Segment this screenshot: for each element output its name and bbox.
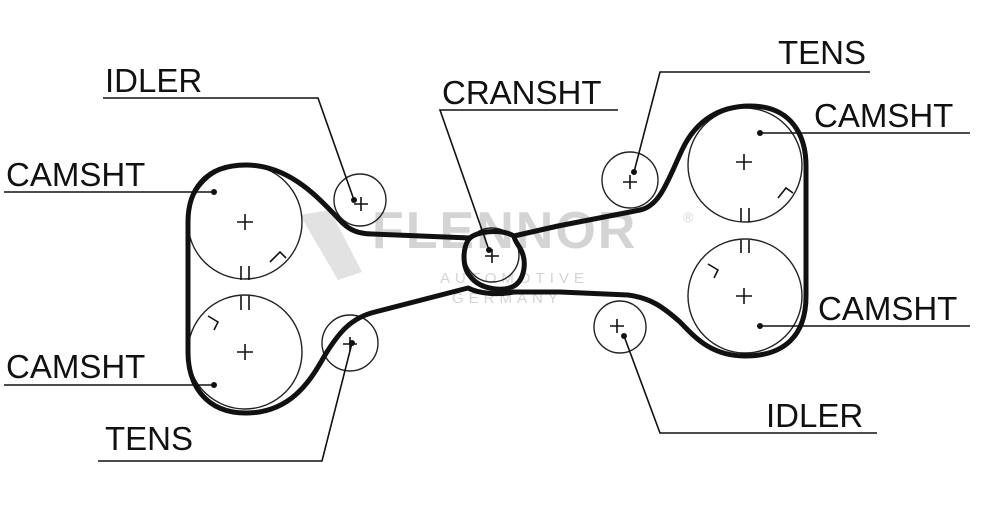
crankshaft-leader [438, 109, 618, 251]
watermark-registered: ® [683, 209, 694, 225]
timing-mark [707, 263, 720, 279]
leader-lines [4, 71, 970, 462]
leader-dots [211, 130, 763, 388]
leader-dot [351, 197, 357, 203]
centre-cross [237, 344, 253, 360]
tensioner-right-pulley [601, 151, 659, 209]
centre-cross [237, 214, 253, 230]
camshaft-right-upper-pulley [687, 107, 803, 223]
label-tens-top-right: TENS [778, 34, 866, 71]
pulleys [187, 107, 803, 410]
crankshaft-belt-wrap [461, 233, 527, 292]
tensioner-left-pulley [321, 314, 379, 372]
timing-mark [777, 186, 794, 199]
leader-dot [211, 382, 217, 388]
centre-cross [623, 175, 637, 189]
leader-dot [757, 130, 763, 136]
leader-dot [621, 333, 627, 339]
camshaft-right-lower-pulley [687, 238, 803, 354]
leader-dot [349, 340, 355, 346]
centre-cross [610, 319, 624, 333]
label-cranshaft: CRANSHT [442, 74, 602, 111]
tensioner-right-leader [633, 71, 870, 173]
idler-right-leader [623, 335, 877, 434]
timing-marks [207, 186, 794, 331]
centre-cross [485, 249, 499, 263]
label-tens-bottom-left: TENS [105, 420, 193, 457]
watermark-logo-shape [300, 210, 362, 280]
label-camsht-left-lower: CAMSHT [6, 348, 145, 385]
idler-left-leader [103, 97, 355, 201]
pulley-centres [237, 154, 752, 360]
label-camsht-right-upper: CAMSHT [814, 97, 953, 134]
centre-cross [354, 197, 368, 211]
label-camsht-left-upper: CAMSHT [6, 156, 145, 193]
timing-mark [207, 315, 220, 331]
label-idler-top-left: IDLER [105, 62, 202, 99]
label-idler-bottom-right: IDLER [766, 397, 863, 434]
idler-left-pulley [333, 173, 387, 227]
leader-dot [757, 323, 763, 329]
leader-dot [211, 189, 217, 195]
leader-dot [631, 169, 637, 175]
centre-cross [736, 154, 752, 170]
labels: IDLER CAMSHT CAMSHT TENS CRANSHT TENS CA… [6, 34, 957, 457]
centre-cross [736, 288, 752, 304]
tensioner-left-leader [98, 342, 353, 462]
idler-right-pulley [593, 300, 647, 354]
leader-dot [486, 247, 492, 253]
label-camsht-right-lower: CAMSHT [818, 290, 957, 327]
timing-mark [269, 250, 287, 263]
timing-belt [185, 103, 809, 416]
